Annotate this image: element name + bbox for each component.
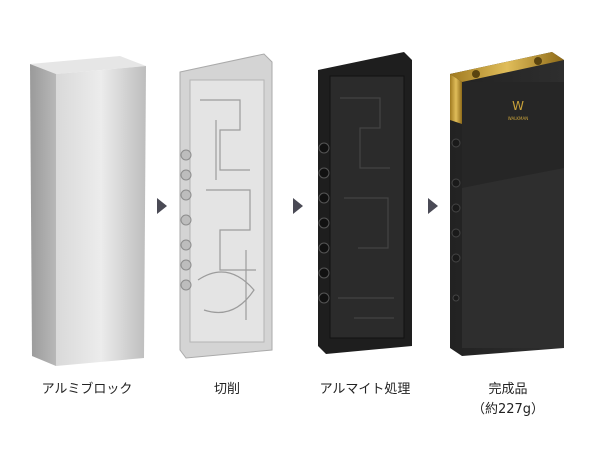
stage-label-anodizing: アルマイト処理 [319, 382, 411, 397]
stage-label-aluminum-block: アルミブロック [41, 382, 133, 397]
stage-label-finished: 完成品 [488, 382, 528, 397]
arrow-right-icon [157, 198, 167, 214]
finished-walkman-image: W WALKMAN [450, 52, 564, 356]
arrow-right-icon [428, 198, 438, 214]
walkman-logo: WALKMAN [508, 116, 529, 121]
aluminum-block-image [30, 56, 146, 366]
stage-sublabel-weight: （約227g） [471, 402, 545, 417]
arrow-right-icon [293, 198, 303, 214]
svg-text:W: W [512, 99, 524, 113]
machined-chassis-image [179, 53, 273, 359]
stage-label-machining: 切削 [213, 382, 240, 397]
anodized-chassis-image [318, 52, 412, 354]
